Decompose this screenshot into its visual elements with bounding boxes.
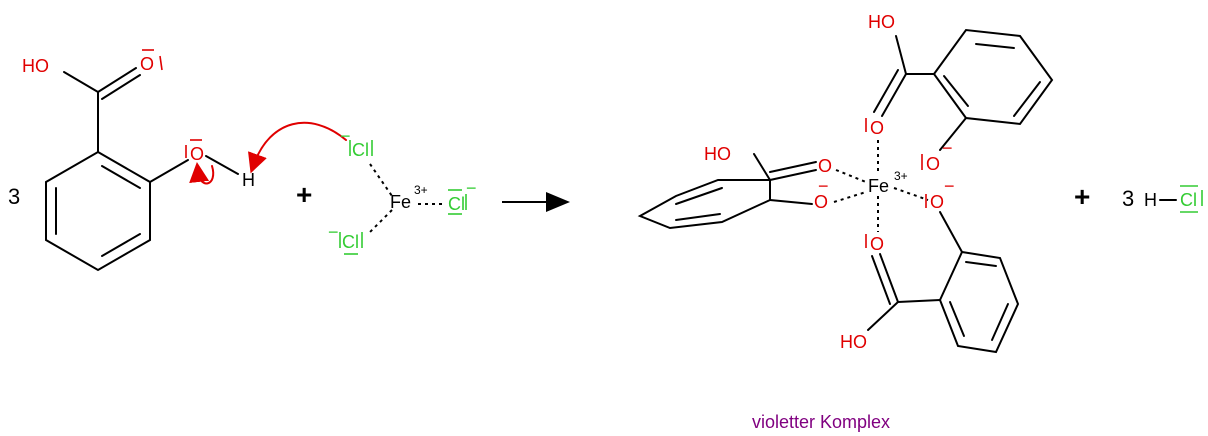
chloride-top: Cl <box>352 140 369 160</box>
complex-right-phenolate-minus: − <box>944 176 955 196</box>
chloride-right-minus: − <box>466 178 477 198</box>
complex-top-carbonyl-o: O <box>870 118 884 138</box>
complex-left-phenolate-o: O <box>814 192 828 212</box>
hcl-hydrogen: H <box>1144 190 1157 210</box>
iron-atom: Fe <box>390 192 411 212</box>
carboxyl-oh-label: HO <box>22 56 49 76</box>
carbonyl-oxygen: O <box>140 54 154 74</box>
iron-trichloride: Cl − Fe 3+ Cl − Cl − <box>328 126 477 255</box>
complex-bottom-oh: HO <box>840 332 867 352</box>
complex-top-phenolate-minus: − <box>942 138 953 158</box>
salicylic-acid: 3 HO O O H <box>8 49 255 272</box>
complex-top-phenolate-o: O <box>926 154 940 174</box>
chloride-bottom: Cl <box>342 232 359 252</box>
complex-caption: violetter Komplex <box>752 412 890 432</box>
complex-left-oh: HO <box>704 144 731 164</box>
phenol-oxygen: O <box>190 144 204 164</box>
hydrochloric-acid: 3 H Cl <box>1122 185 1203 213</box>
complex-left-carbonyl-o: O <box>818 156 832 176</box>
hcl-chlorine: Cl <box>1180 190 1197 210</box>
complex-iron-charge: 3+ <box>894 169 908 183</box>
chloride-top-minus: − <box>340 126 351 146</box>
complex-iron-atom: Fe <box>868 176 889 196</box>
complex-top-oh: HO <box>868 12 895 32</box>
complex-bottom-carbonyl-o: O <box>870 234 884 254</box>
chloride-bottom-minus: − <box>328 222 339 242</box>
electron-arrow <box>248 121 347 174</box>
iron-salicylate-complex: Fe 3+ HO O O − HO O O − O − <box>637 12 1054 354</box>
hcl-coefficient: 3 <box>1122 186 1134 211</box>
plus-1: + <box>296 179 312 210</box>
plus-2: + <box>1074 181 1090 212</box>
phenol-hydrogen: H <box>242 170 255 190</box>
complex-right-phenolate-o: O <box>930 192 944 212</box>
chloride-right: Cl <box>448 194 465 214</box>
complex-left-phenolate-minus: − <box>818 176 829 196</box>
iron-charge: 3+ <box>414 183 428 197</box>
reactant-coefficient: 3 <box>8 184 20 209</box>
